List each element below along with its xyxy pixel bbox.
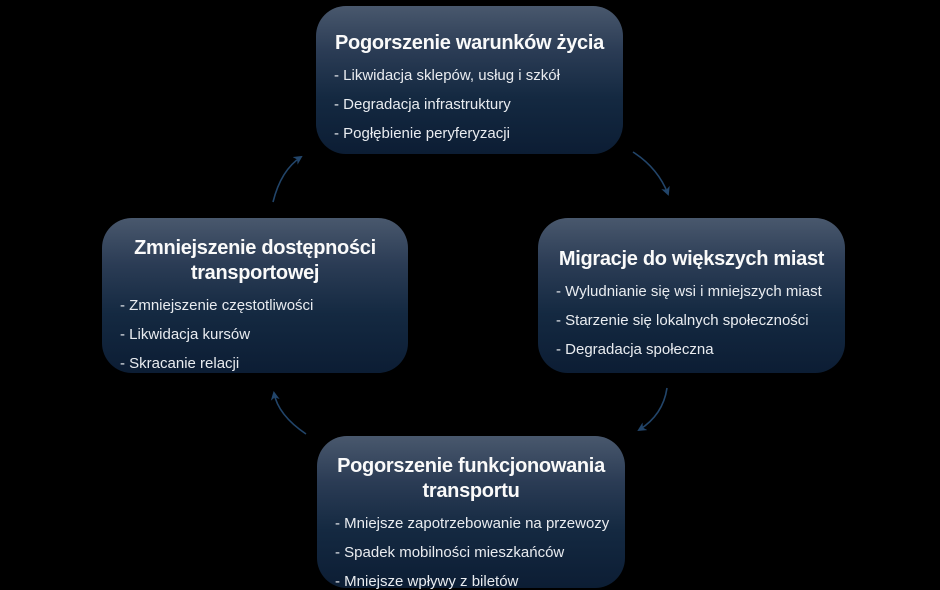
arrow-right-to-bottom-icon <box>637 387 668 432</box>
node-title: Pogorszenie warunków życia <box>335 32 604 54</box>
arrow-left-to-top-icon <box>272 155 303 203</box>
bullet-item: - Degradacja społeczna <box>556 341 714 358</box>
bullet-list: - Likwidacja sklepów, usług i szkół - De… <box>326 67 613 143</box>
node-migration-to-cities: Migracje do większych miast - Wyludniani… <box>538 218 845 373</box>
bullet-list: - Zmniejszenie częstotliwości - Likwidac… <box>112 297 398 373</box>
node-title: Zmniejszenie dostępności transportowej <box>134 237 376 284</box>
arrow-top-to-right-icon <box>632 151 670 196</box>
bullet-item: - Starzenie się lokalnych społeczności <box>556 312 809 329</box>
node-worsening-transport-functioning: Pogorszenie funkcjonowania transportu - … <box>317 436 625 590</box>
bullet-item: - Pogłębienie peryferyzacji <box>334 125 510 142</box>
bullet-list: - Wyludnianie się wsi i mniejszych miast… <box>548 283 835 359</box>
bullet-item: - Mniejsze zapotrzebowanie na przewozy <box>335 515 610 532</box>
node-worsening-living-conditions: Pogorszenie warunków życia - Likwidacja … <box>316 6 623 154</box>
node-reduced-transport-accessibility: Zmniejszenie dostępności transportowej -… <box>102 218 408 373</box>
node-title: Migracje do większych miast <box>558 248 825 270</box>
bullet-item: - Zmniejszenie częstotliwości <box>120 297 314 314</box>
bullet-item: - Spadek mobilności mieszkańców <box>335 544 565 561</box>
bullet-item: - Mniejsze wpływy z biletów <box>335 573 519 590</box>
bullet-item: - Degradacja infrastruktury <box>334 96 511 113</box>
bullet-item: - Wyludnianie się wsi i mniejszych miast <box>556 283 822 300</box>
bullet-item: - Likwidacja sklepów, usług i szkół <box>334 67 560 84</box>
bullet-item: - Skracanie relacji <box>120 355 240 372</box>
arrow-bottom-to-left-icon <box>270 391 307 435</box>
bullet-list: - Mniejsze zapotrzebowanie na przewozy -… <box>327 515 615 590</box>
node-title: Pogorszenie funkcjonowania transportu <box>337 455 605 502</box>
bullet-item: - Likwidacja kursów <box>120 326 251 343</box>
